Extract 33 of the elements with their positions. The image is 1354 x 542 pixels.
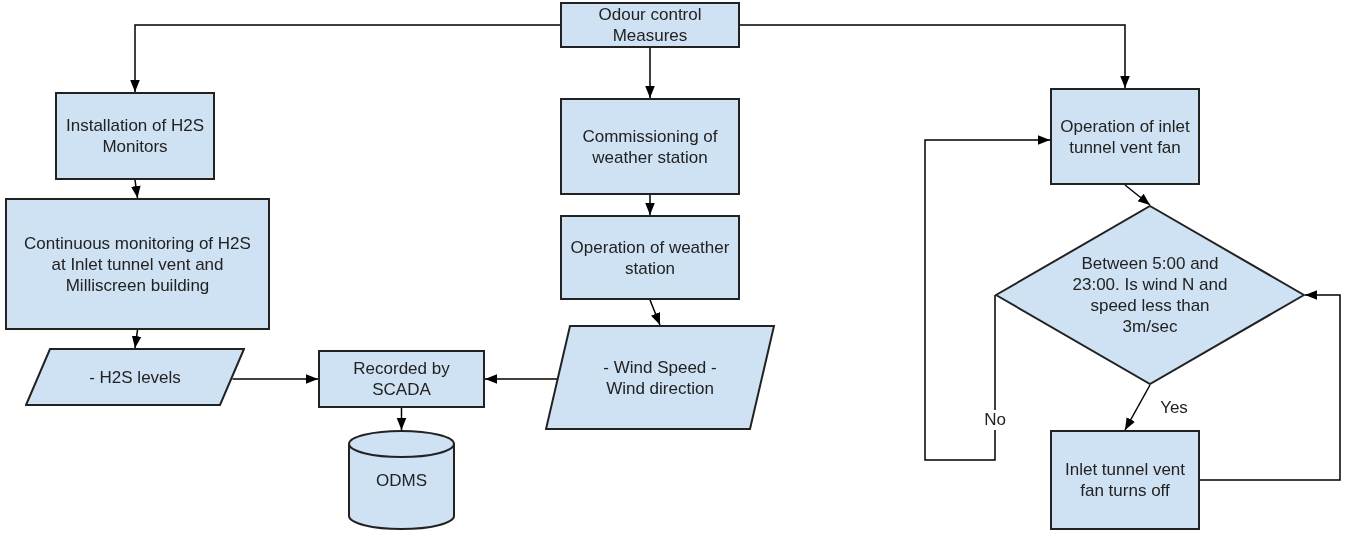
- process-box: [318, 350, 485, 408]
- arrow: [396, 407, 407, 431]
- node-label: Inlet tunnel vent fan turns off: [1064, 459, 1186, 501]
- process-box: [55, 92, 215, 180]
- node-label: - H2S levels: [88, 366, 182, 388]
- arrow: [1199, 290, 1341, 481]
- arrow: [231, 374, 319, 384]
- process-box: [560, 215, 740, 300]
- arrow: [130, 24, 561, 93]
- node-label: - Wind Speed - Wind direction: [602, 356, 718, 399]
- node-label: Recorded by SCADA: [352, 358, 451, 400]
- arrow: [1124, 384, 1151, 431]
- node-label: Odour control Measures: [597, 4, 703, 46]
- node-label: Commissioning of weather station: [581, 125, 719, 168]
- arrow: [1124, 184, 1151, 206]
- node-label: Continuous monitoring of H2S at Inlet tunnel vent and Milliscreen building: [23, 232, 252, 296]
- arrow: [739, 24, 1130, 89]
- process-box: [5, 198, 270, 330]
- node-label: Operation of weather station: [570, 236, 730, 279]
- process-box: [560, 2, 740, 48]
- arrow: [645, 47, 655, 99]
- process-box: [1050, 430, 1200, 530]
- node-label: ODMS: [376, 469, 427, 491]
- arrow: [649, 299, 661, 326]
- arrow: [645, 194, 655, 216]
- arrow: [924, 135, 1051, 461]
- arrow: [131, 329, 142, 349]
- node-label: Operation of inlet tunnel vent fan: [1060, 115, 1190, 158]
- process-box: [560, 98, 740, 195]
- node-label: Between 5:00 and 23:00. Is wind N and speed less than 3m/sec: [1071, 253, 1229, 337]
- arrow: [131, 179, 141, 199]
- node-label: Installation of H2S Monitors: [65, 115, 205, 157]
- process-box: [1050, 88, 1200, 185]
